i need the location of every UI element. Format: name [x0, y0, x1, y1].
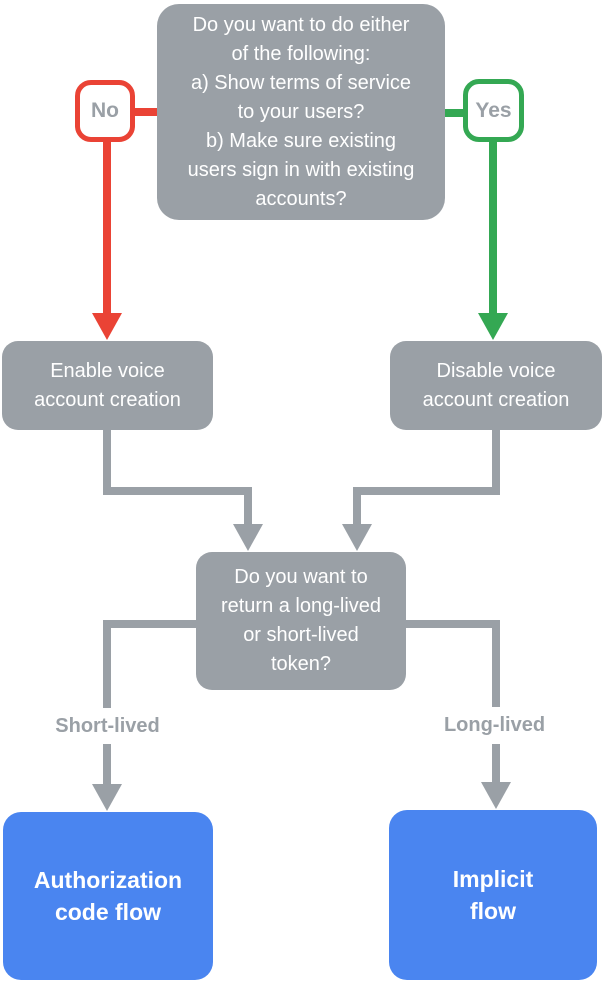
edge-label-yes-text: Yes [475, 98, 512, 122]
long-lived-branch-horizontal-line [406, 620, 500, 628]
node-start-question-text: Do you want to do either of the followin… [187, 13, 415, 210]
enable-to-token-arrowhead-icon [233, 524, 263, 551]
enable-to-token-line-segment-2 [103, 487, 252, 495]
yes-branch-horizontal-line [444, 109, 463, 117]
disable-to-token-arrowhead-icon [342, 524, 372, 551]
node-authorization-code-flow-text: Authorization code flow [33, 867, 183, 925]
long-lived-branch-arrowhead-icon [481, 782, 511, 809]
no-branch-arrowhead-icon [92, 313, 122, 340]
node-enable-voice-text: Enable voice account creation [34, 359, 181, 411]
node-enable-voice-account-creation: Enable voice account creation [2, 341, 213, 430]
disable-to-token-line-segment-3 [353, 487, 361, 524]
node-start-question: Do you want to do either of the followin… [157, 4, 445, 220]
yes-branch-vertical-line [489, 142, 497, 313]
node-disable-voice-text: Disable voice account creation [422, 359, 570, 411]
node-token-question: Do you want to return a long-lived or sh… [196, 552, 406, 690]
edge-label-short-lived-text: Short-lived [55, 714, 160, 737]
short-lived-branch-horizontal-line [103, 620, 196, 628]
node-implicit-flow: Implicit flow [389, 810, 597, 980]
disable-to-token-line-segment-1 [492, 430, 500, 495]
short-lived-branch-vertical-line [103, 620, 111, 784]
disable-to-token-line-segment-2 [353, 487, 500, 495]
node-implicit-flow-text: Implicit flow [452, 866, 534, 924]
enable-to-token-line-segment-1 [103, 430, 111, 495]
enable-to-token-line-segment-3 [244, 487, 252, 524]
edge-label-long-lived: Long-lived [410, 707, 579, 744]
no-branch-vertical-line [103, 142, 111, 313]
edge-label-no: No [75, 80, 135, 142]
node-authorization-code-flow: Authorization code flow [3, 812, 213, 980]
long-lived-branch-vertical-line [492, 620, 500, 782]
edge-label-no-text: No [91, 99, 119, 122]
short-lived-branch-arrowhead-icon [92, 784, 122, 811]
edge-label-long-lived-text: Long-lived [443, 714, 546, 736]
node-disable-voice-account-creation: Disable voice account creation [390, 341, 602, 430]
edge-label-short-lived: Short-lived [23, 708, 192, 744]
edge-label-yes: Yes [463, 79, 524, 142]
yes-branch-arrowhead-icon [478, 313, 508, 340]
no-branch-horizontal-line [135, 108, 157, 116]
node-token-question-text: Do you want to return a long-lived or sh… [220, 566, 382, 675]
